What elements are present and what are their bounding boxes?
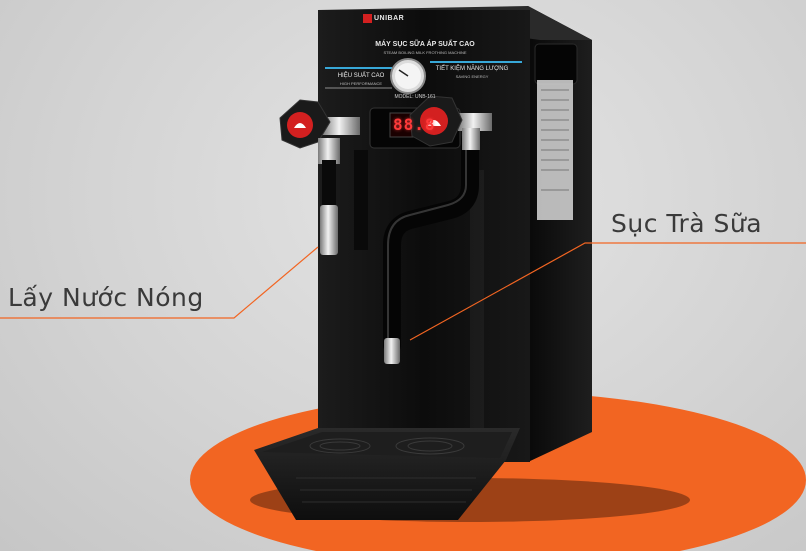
tray-front-slats	[296, 477, 476, 503]
milk-frother-callout-label: Sục Trà Sữa	[611, 209, 763, 238]
front-reflection	[470, 170, 484, 450]
tray-grate-holes	[309, 437, 465, 455]
wand-highlight	[387, 142, 467, 340]
frother-callout-line	[409, 242, 806, 341]
frother-valve	[462, 128, 480, 150]
hot-water-nozzle[interactable]	[320, 205, 338, 255]
drip-tray-grate	[262, 432, 512, 458]
brand-name: UNIBAR	[374, 15, 405, 22]
frother-wand[interactable]	[383, 131, 479, 354]
left-badge-sub: HIGH PERFORMANCE	[339, 81, 383, 86]
right-badge-sub: SAVING ENERGY	[455, 74, 489, 79]
brand-logo	[363, 14, 372, 23]
right-steam-knob[interactable]	[409, 95, 463, 147]
side-handle	[534, 43, 578, 85]
frother-tip	[384, 338, 400, 364]
hot-water-valve	[318, 138, 340, 164]
drip-hose	[354, 150, 368, 250]
hot-water-hose	[322, 160, 336, 210]
machine-front-panel	[318, 10, 530, 462]
machine-title: MÁY SỤC SỮA ÁP SUẤT CAO	[375, 41, 475, 48]
right-pipe-connector	[458, 113, 492, 131]
spec-label-lines	[541, 89, 569, 191]
model-number: MODEL: UNB-161	[394, 94, 436, 100]
hot-water-callout-label: Lấy Nước Nóng	[8, 283, 204, 312]
right-badge: TIẾT KIỆM NĂNG LƯỢNG	[435, 66, 509, 72]
hot-water-callout-line	[0, 246, 319, 319]
left-pipe-connector	[322, 117, 360, 135]
led-display: 88.8	[393, 115, 436, 134]
gauge-needle	[398, 69, 409, 77]
left-steam-knob[interactable]	[279, 99, 331, 149]
machine-subtitle: STEAM BOILING MILK FROTHING MACHINE	[383, 50, 467, 55]
left-badge: HIỆU SUẤT CAO	[337, 73, 385, 79]
